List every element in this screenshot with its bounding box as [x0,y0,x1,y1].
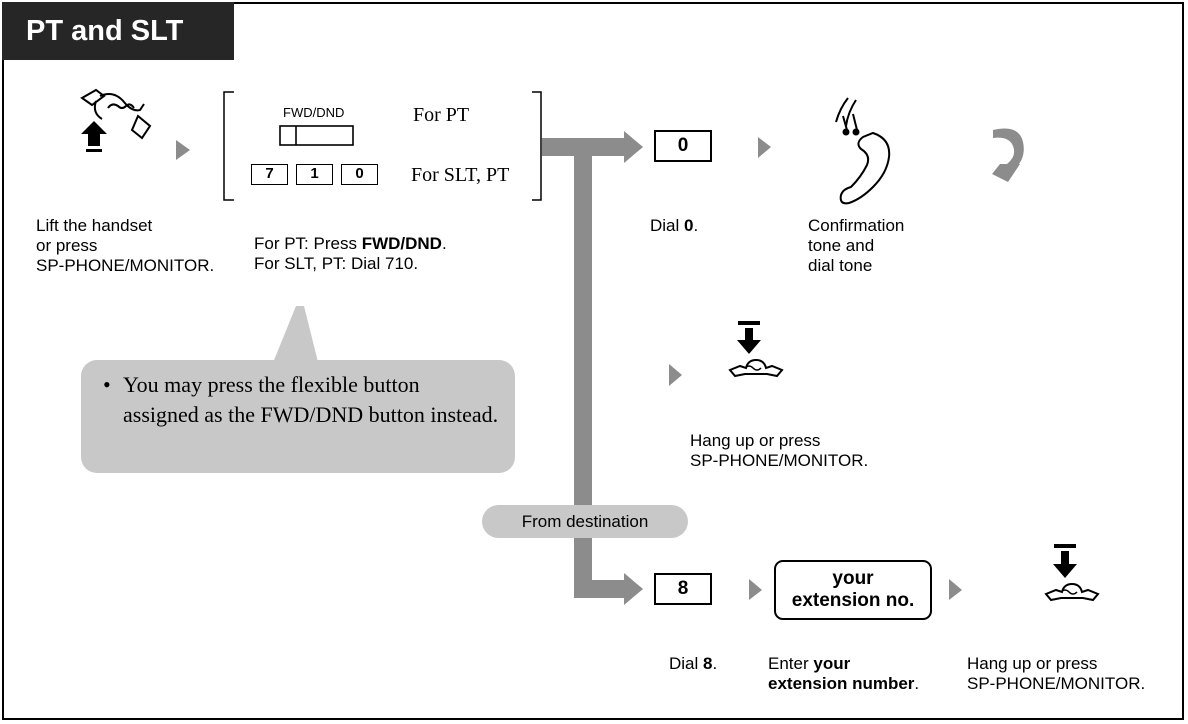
dial-0-label: Dial 0. [650,216,699,235]
dial-key-1: 1 [296,164,333,185]
for-pt-label: For PT [413,104,470,126]
extension-number-box: your extension no. [774,560,932,620]
left-bracket [223,91,234,201]
lift-baseline [86,149,102,152]
bottom-hangup-line2: SP-PHONE/MONITOR. [967,674,1146,693]
right-bracket [532,91,542,201]
fwd-dnd-button-icon [279,125,354,146]
bottom-hangup-line1: Hang up or press [967,654,1098,673]
hangup-label-line1: Hang up or press [690,431,821,450]
step1-label-line2: or press [36,236,98,255]
enter-ext-line2: extension number. [768,674,920,693]
lift-up-arrow-icon [81,121,107,146]
tone-label-line2: tone and [808,236,875,255]
fwd-dnd-label: FWD/DND [283,105,345,120]
flow-arrow-icon [949,579,962,600]
hang-up-icon [1044,544,1100,602]
hangup-label-line2: SP-PHONE/MONITOR. [690,451,869,470]
dial-key-0: 0 [341,164,378,185]
step1-label-line3: SP-PHONE/MONITOR. [36,256,215,275]
dial-8-label: Dial 8. [669,654,718,673]
dial-key-8: 8 [654,573,712,605]
enter-ext-line1: Enter your [768,654,851,673]
tone-handset-icon [835,97,891,205]
note-text: You may press the flexible button assign… [123,372,499,427]
ext-box-line1: your [832,568,874,589]
flow-arrow-icon [749,579,762,600]
step2-desc-line2: For SLT, PT: Dial 710. [254,254,419,273]
step2-desc-line1: For PT: Press FWD/DND. [254,234,447,253]
hang-up-icon [728,321,784,378]
ext-box-line2: extension no. [791,590,915,611]
for-slt-pt-label: For SLT, PT [411,164,510,186]
flow-arrow-icon [758,137,771,158]
main-flow-arrows [542,131,643,605]
dial-key-0-top: 0 [654,130,712,162]
step1-label-line1: Lift the handset [36,216,153,235]
note-callout: • You may press the flexible button assi… [81,360,515,473]
flow-arrow-icon [176,140,190,160]
from-destination-badge: From destination [482,505,688,538]
repeat-curve-arrow-icon [992,128,1024,182]
callout-pointer [270,306,320,370]
flow-arrow-icon [669,364,682,386]
handset-off-hook-icon [80,88,152,140]
tone-label-line1: Confirmation [808,216,905,235]
section-title: PT and SLT [2,2,234,60]
note-bullet: • [103,372,111,397]
tone-label-line3: dial tone [808,256,873,275]
dial-key-7: 7 [251,164,288,185]
